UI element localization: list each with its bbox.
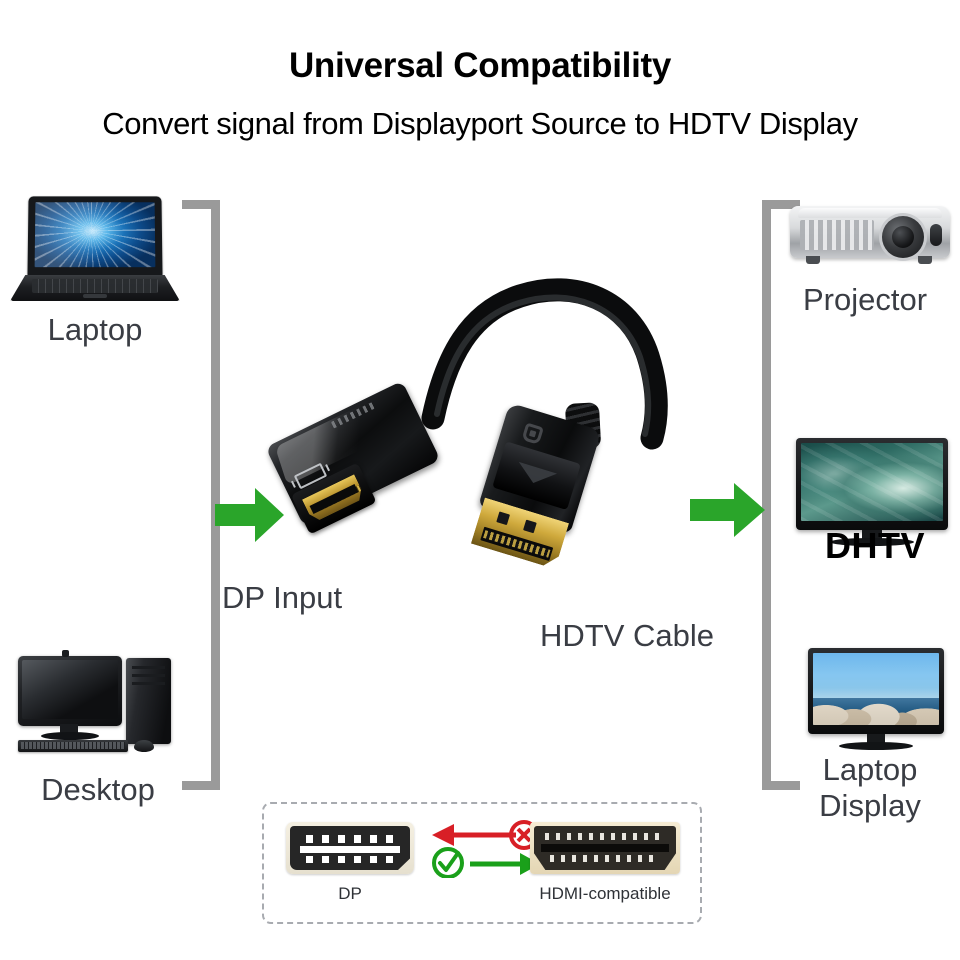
direction-symbols xyxy=(424,820,542,879)
page-subtitle: Convert signal from Displayport Source t… xyxy=(102,106,858,141)
dp-to-hdmi-adapter xyxy=(265,380,450,548)
output-label-projector: Projector xyxy=(802,282,928,317)
hdmi-connector-icon xyxy=(530,822,680,874)
hdtv-cable-label: HDTV Cable xyxy=(540,618,714,653)
laptop-icon xyxy=(10,196,180,301)
output-label-laptop-display: Laptop Display xyxy=(819,752,921,823)
television-icon xyxy=(796,438,948,546)
legend-label-dp: DP xyxy=(338,884,362,903)
projector-icon xyxy=(790,198,950,278)
monitor-icon xyxy=(808,648,944,750)
legend-label-hdmi: HDMI-compatible xyxy=(539,884,671,903)
compatibility-legend-panel: DP xyxy=(262,802,702,924)
source-label-desktop: Desktop xyxy=(41,772,155,807)
page-title: Universal Compatibility xyxy=(288,46,672,85)
green-check-circle-icon xyxy=(432,847,464,879)
output-label-dhtv: DHTV xyxy=(825,525,925,566)
displayport-plug-icon xyxy=(455,392,635,592)
red-arrow-left xyxy=(432,824,516,846)
dp-connector-icon xyxy=(286,822,414,874)
dp-input-label: DP Input xyxy=(222,580,343,615)
source-label-laptop: Laptop xyxy=(47,312,143,347)
desktop-computer-icon xyxy=(12,648,190,760)
green-arrow-right-side xyxy=(690,481,766,544)
green-arrow-left-side xyxy=(215,486,285,549)
